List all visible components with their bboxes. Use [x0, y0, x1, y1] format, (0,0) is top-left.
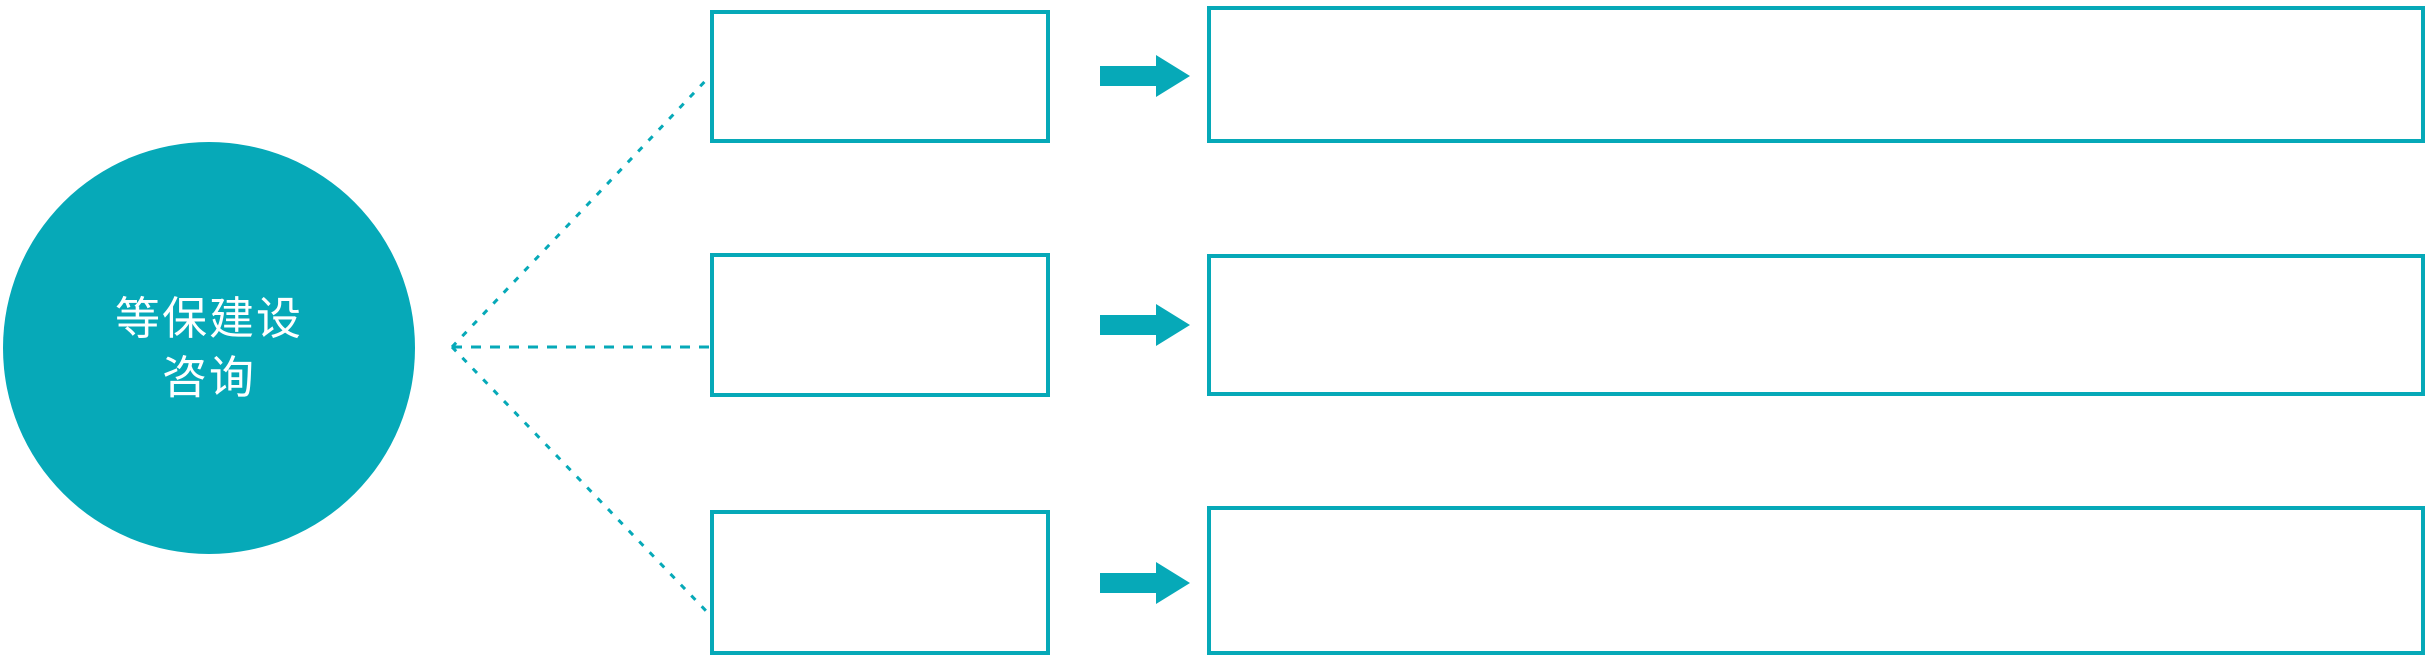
- right-arrow-icon-row-3: [1100, 562, 1190, 604]
- detail-box-row-2[interactable]: [1207, 254, 2425, 396]
- right-arrow-icon-row-2: [1100, 304, 1190, 346]
- hub-circle[interactable]: 等保建设 咨询: [3, 142, 415, 554]
- detail-box-row-3[interactable]: [1207, 506, 2425, 655]
- connector-line-row-1: [450, 74, 712, 349]
- stage-box-row-3[interactable]: [710, 510, 1050, 655]
- right-arrow-icon-row-1: [1100, 55, 1190, 97]
- stage-box-row-1[interactable]: [710, 10, 1050, 143]
- stage-box-row-2[interactable]: [710, 253, 1050, 397]
- hub-label: 等保建设 咨询: [114, 292, 303, 403]
- connector-line-row-3: [450, 345, 712, 617]
- detail-box-row-1[interactable]: [1207, 6, 2425, 143]
